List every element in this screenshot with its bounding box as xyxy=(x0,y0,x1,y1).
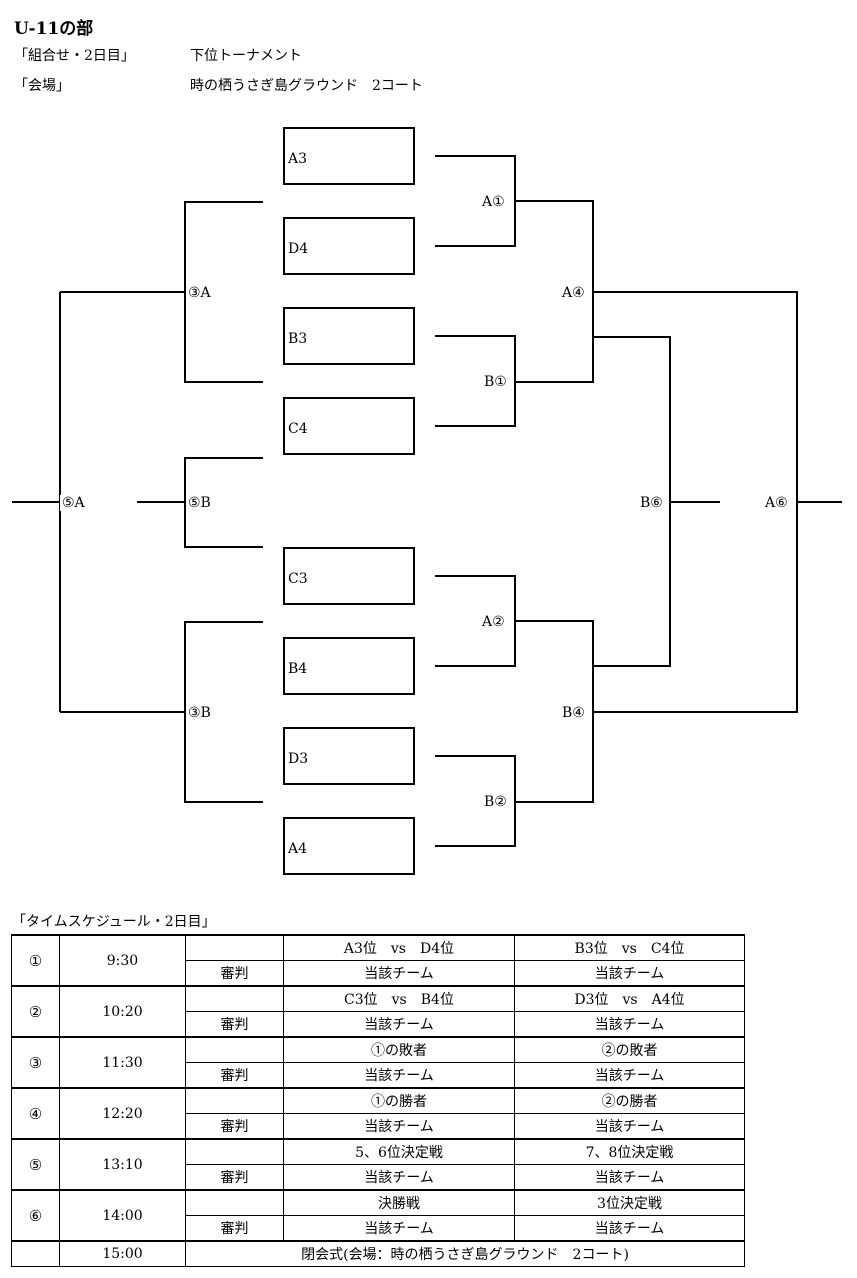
match-label-b4: B④ xyxy=(560,705,587,721)
game-2: D3位 vs A4位 xyxy=(514,985,745,1012)
game-1: ①の敗者 xyxy=(283,1036,515,1063)
team-slot-d4: D4 xyxy=(283,217,415,275)
match-label-a4: A④ xyxy=(560,285,587,301)
closing-ceremony: 閉会式(会場：時の栖うさぎ島グラウンド 2コート) xyxy=(185,1240,745,1267)
round-time: 11:30 xyxy=(59,1036,186,1089)
referee-2: 当該チーム xyxy=(514,1062,745,1089)
schedule-referee-row: 審判当該チーム当該チーム xyxy=(12,1164,745,1191)
team-slot-a3: A3 xyxy=(283,127,415,185)
game-1: A3位 vs D4位 xyxy=(283,934,515,961)
match-label-a1: A① xyxy=(480,194,507,210)
round-number: ④ xyxy=(11,1087,60,1140)
team-slot-d3: D3 xyxy=(283,727,415,785)
referee-label: 審判 xyxy=(185,1164,284,1191)
referee-2: 当該チーム xyxy=(514,1011,745,1038)
game-1: C3位 vs B4位 xyxy=(283,985,515,1012)
game-2: 7、8位決定戦 xyxy=(514,1138,745,1165)
game-1: ①の勝者 xyxy=(283,1087,515,1114)
info-value-venue: 時の栖うさぎ島グラウンド 2コート xyxy=(190,78,423,94)
game-2: 3位決定戦 xyxy=(514,1189,745,1216)
match-label-5a: ⑤A xyxy=(60,495,87,511)
referee-2: 当該チーム xyxy=(514,1164,745,1191)
schedule-referee-row: 審判当該チーム当該チーム xyxy=(12,960,745,987)
round-time: 9:30 xyxy=(59,934,186,987)
referee-1: 当該チーム xyxy=(283,1011,515,1038)
match-label-3b: ③B xyxy=(186,705,213,721)
round-number: ① xyxy=(11,934,60,987)
team-slot-c3: C3 xyxy=(283,547,415,605)
blank-cell xyxy=(185,1087,284,1114)
bracket-lines xyxy=(12,155,842,847)
blank-cell xyxy=(185,985,284,1012)
round-time: 14:00 xyxy=(59,1189,186,1242)
info-label-draw: 「組合せ・2日目」 xyxy=(14,48,135,64)
match-label-b2: B② xyxy=(482,794,509,810)
referee-1: 当該チーム xyxy=(283,1215,515,1242)
referee-label: 審判 xyxy=(185,1215,284,1242)
round-time: 12:20 xyxy=(59,1087,186,1140)
referee-2: 当該チーム xyxy=(514,1215,745,1242)
referee-1: 当該チーム xyxy=(283,1062,515,1089)
match-label-b1: B① xyxy=(482,374,509,390)
round-number: ⑤ xyxy=(11,1138,60,1191)
schedule-referee-row: 審判当該チーム当該チーム xyxy=(12,1215,745,1242)
referee-label: 審判 xyxy=(185,1113,284,1140)
referee-label: 審判 xyxy=(185,1062,284,1089)
round-time: 13:10 xyxy=(59,1138,186,1191)
team-slot-c4: C4 xyxy=(283,397,415,455)
info-label-venue: 「会場」 xyxy=(14,78,70,94)
schedule-label: 「タイムスケジュール・2日目」 xyxy=(12,914,216,930)
team-slot-a4: A4 xyxy=(283,817,415,875)
referee-1: 当該チーム xyxy=(283,1164,515,1191)
team-slot-b3: B3 xyxy=(283,307,415,365)
blank-cell xyxy=(185,1036,284,1063)
match-label-5b: ⑤B xyxy=(186,495,213,511)
team-slot-b4: B4 xyxy=(283,637,415,695)
page-title: U-11の部 xyxy=(14,19,94,39)
game-2: B3位 vs C4位 xyxy=(514,934,745,961)
blank-cell xyxy=(185,934,284,961)
closing-blank xyxy=(11,1240,60,1267)
game-1: 5、6位決定戦 xyxy=(283,1138,515,1165)
round-number: ② xyxy=(11,985,60,1038)
referee-2: 当該チーム xyxy=(514,960,745,987)
schedule-referee-row: 審判当該チーム当該チーム xyxy=(12,1113,745,1140)
match-label-a2: A② xyxy=(480,614,507,630)
game-1: 決勝戦 xyxy=(283,1189,515,1216)
round-time: 10:20 xyxy=(59,985,186,1038)
game-2: ②の勝者 xyxy=(514,1087,745,1114)
blank-cell xyxy=(185,1138,284,1165)
game-2: ②の敗者 xyxy=(514,1036,745,1063)
schedule-referee-row: 審判当該チーム当該チーム xyxy=(12,1011,745,1038)
closing-time: 15:00 xyxy=(59,1240,186,1267)
blank-cell xyxy=(185,1189,284,1216)
referee-1: 当該チーム xyxy=(283,1113,515,1140)
referee-1: 当該チーム xyxy=(283,960,515,987)
round-number: ⑥ xyxy=(11,1189,60,1242)
match-label-3a: ③A xyxy=(186,285,213,301)
referee-label: 審判 xyxy=(185,960,284,987)
round-number: ③ xyxy=(11,1036,60,1089)
referee-label: 審判 xyxy=(185,1011,284,1038)
match-label-a6: A⑥ xyxy=(763,495,790,511)
referee-2: 当該チーム xyxy=(514,1113,745,1140)
schedule-referee-row: 審判当該チーム当該チーム xyxy=(12,1062,745,1089)
match-label-b6: B⑥ xyxy=(638,495,665,511)
info-value-draw: 下位トーナメント xyxy=(190,48,302,64)
